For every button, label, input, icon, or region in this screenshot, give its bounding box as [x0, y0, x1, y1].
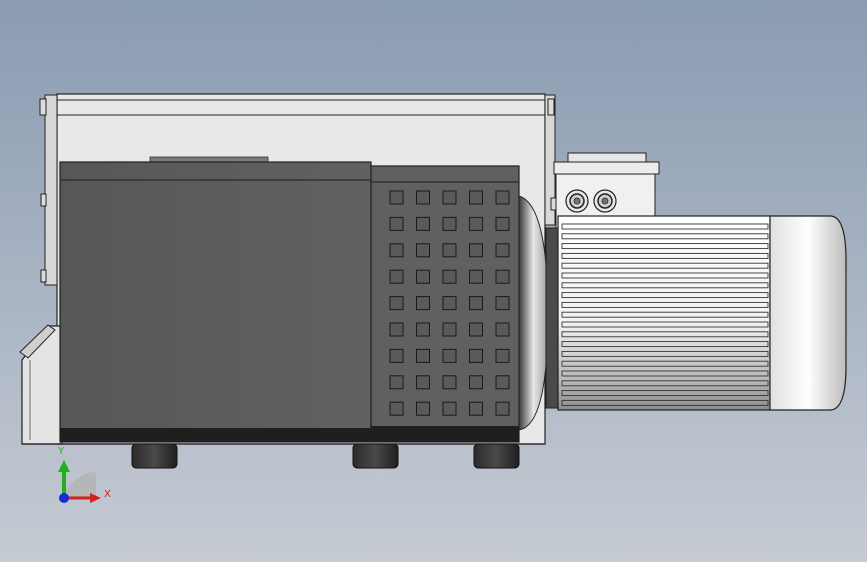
vent-opening	[416, 216, 430, 231]
cable-gland	[593, 189, 617, 213]
cooling-fin	[561, 223, 769, 230]
cooling-fin	[561, 370, 769, 377]
cooling-fin	[561, 331, 769, 338]
vent-opening	[389, 375, 404, 390]
pump-body	[59, 156, 372, 443]
coupling-flange	[518, 195, 561, 431]
cooling-fin	[561, 252, 769, 259]
vent-opening	[469, 322, 483, 337]
x-axis-label: X	[104, 489, 111, 500]
motor-body	[557, 215, 847, 411]
vent-opening	[495, 401, 510, 416]
cooling-fin	[561, 272, 769, 279]
vent-opening	[495, 296, 510, 311]
pump-foot	[352, 443, 399, 469]
cooling-fin	[561, 321, 769, 328]
cooling-fin	[561, 350, 769, 357]
vent-opening	[442, 243, 457, 258]
vent-opening	[416, 348, 430, 363]
vent-opening	[469, 348, 483, 363]
cooling-fin	[561, 390, 769, 397]
vent-opening	[469, 190, 483, 205]
vent-opening	[495, 269, 510, 284]
vent-opening	[469, 269, 483, 284]
vent-opening	[495, 216, 510, 231]
vent-opening	[442, 296, 457, 311]
cooling-fins	[561, 223, 769, 406]
vent-opening	[416, 375, 430, 390]
vent-opening	[389, 269, 404, 284]
vent-opening	[442, 190, 457, 205]
coordinate-triad[interactable]: Y X	[57, 446, 111, 503]
vent-opening	[495, 190, 510, 205]
cooling-fin	[561, 311, 769, 318]
vent-opening	[469, 243, 483, 258]
vent-opening	[469, 401, 483, 416]
y-axis-label: Y	[57, 446, 65, 457]
vent-opening	[416, 296, 430, 311]
vent-opening	[389, 296, 404, 311]
pump-foot	[131, 443, 178, 469]
vent-opening	[442, 375, 457, 390]
x-axis-arrowhead	[90, 493, 101, 503]
vent-opening	[389, 348, 404, 363]
vent-opening	[389, 190, 404, 205]
pump-feet	[131, 443, 520, 469]
vent-opening	[389, 322, 404, 337]
vent-opening	[442, 269, 457, 284]
cooling-fin	[561, 380, 769, 387]
vent-opening	[389, 401, 404, 416]
y-axis-arrowhead	[58, 460, 70, 472]
vent-grid-block	[370, 165, 520, 443]
pump-foot	[473, 443, 520, 469]
vent-opening	[416, 322, 430, 337]
cooling-fin	[561, 282, 769, 289]
vent-opening	[442, 322, 457, 337]
vent-openings	[389, 190, 510, 416]
vent-opening	[469, 296, 483, 311]
vent-opening	[495, 243, 510, 258]
cable-glands	[565, 189, 617, 213]
vent-opening	[416, 190, 430, 205]
cooling-fin	[561, 243, 769, 250]
cable-gland	[565, 189, 589, 213]
vent-opening	[389, 243, 404, 258]
gland-core	[601, 197, 609, 205]
z-axis-dot	[59, 493, 69, 503]
cooling-fin	[561, 399, 769, 406]
vent-opening	[495, 348, 510, 363]
vent-opening	[442, 401, 457, 416]
cooling-fin	[561, 360, 769, 367]
vent-opening	[442, 216, 457, 231]
vent-opening	[469, 216, 483, 231]
cooling-fin	[561, 262, 769, 269]
gland-core	[573, 197, 581, 205]
vent-opening	[416, 243, 430, 258]
vent-opening	[495, 375, 510, 390]
cooling-fin	[561, 233, 769, 240]
cooling-fin	[561, 341, 769, 348]
left-end-cover	[19, 324, 63, 445]
cooling-fin	[561, 301, 769, 308]
frame-bolts	[39, 98, 557, 283]
vent-opening	[416, 401, 430, 416]
triad-plane	[64, 472, 96, 498]
vent-opening	[495, 322, 510, 337]
terminal-box	[553, 152, 660, 229]
vent-opening	[389, 216, 404, 231]
vent-opening	[416, 269, 430, 284]
vent-opening	[442, 348, 457, 363]
cooling-fin	[561, 292, 769, 299]
vent-opening	[469, 375, 483, 390]
